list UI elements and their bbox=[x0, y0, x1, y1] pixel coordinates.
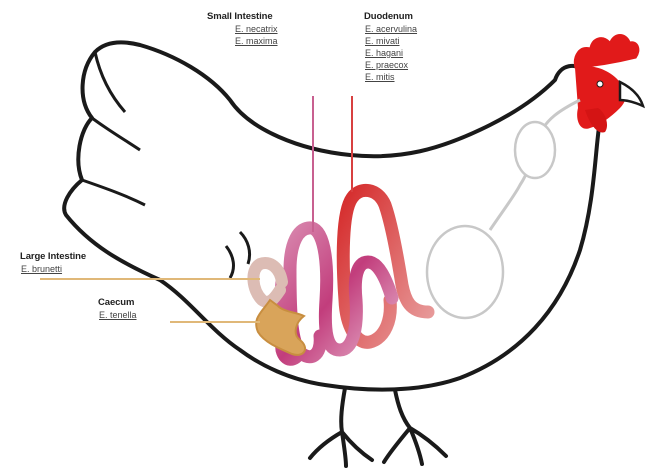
species-e-mivati[interactable]: E. mivati bbox=[364, 35, 417, 47]
species-e-mitis[interactable]: E. mitis bbox=[364, 71, 417, 83]
large-intestine-label: Large Intestine E. brunetti bbox=[20, 251, 86, 275]
chicken-legs bbox=[310, 388, 446, 466]
eye bbox=[597, 81, 603, 87]
large-intestine-loop bbox=[253, 263, 282, 302]
duodenum-label: Duodenum E. acervulina E. mivati E. haga… bbox=[364, 11, 417, 83]
species-e-brunetti[interactable]: E. brunetti bbox=[20, 263, 86, 275]
crop bbox=[515, 122, 555, 178]
small-intestine-title: Small Intestine bbox=[207, 11, 278, 23]
species-e-hagani[interactable]: E. hagani bbox=[364, 47, 417, 59]
species-e-maxima[interactable]: E. maxima bbox=[207, 35, 278, 47]
large-intestine-title: Large Intestine bbox=[20, 251, 86, 263]
gizzard bbox=[427, 226, 503, 318]
species-e-acervulina[interactable]: E. acervulina bbox=[364, 23, 417, 35]
small-intestine-label: Small Intestine E. necatrix E. maxima bbox=[207, 11, 278, 47]
species-e-tenella[interactable]: E. tenella bbox=[98, 309, 137, 321]
duodenum-title: Duodenum bbox=[364, 11, 417, 23]
species-e-necatrix[interactable]: E. necatrix bbox=[207, 23, 278, 35]
wing-lines bbox=[226, 232, 250, 278]
caecum-title: Caecum bbox=[98, 297, 137, 309]
tail-feathers bbox=[82, 52, 145, 205]
species-e-praecox[interactable]: E. praecox bbox=[364, 59, 417, 71]
comb bbox=[574, 35, 639, 69]
caecum-label: Caecum E. tenella bbox=[98, 297, 137, 321]
